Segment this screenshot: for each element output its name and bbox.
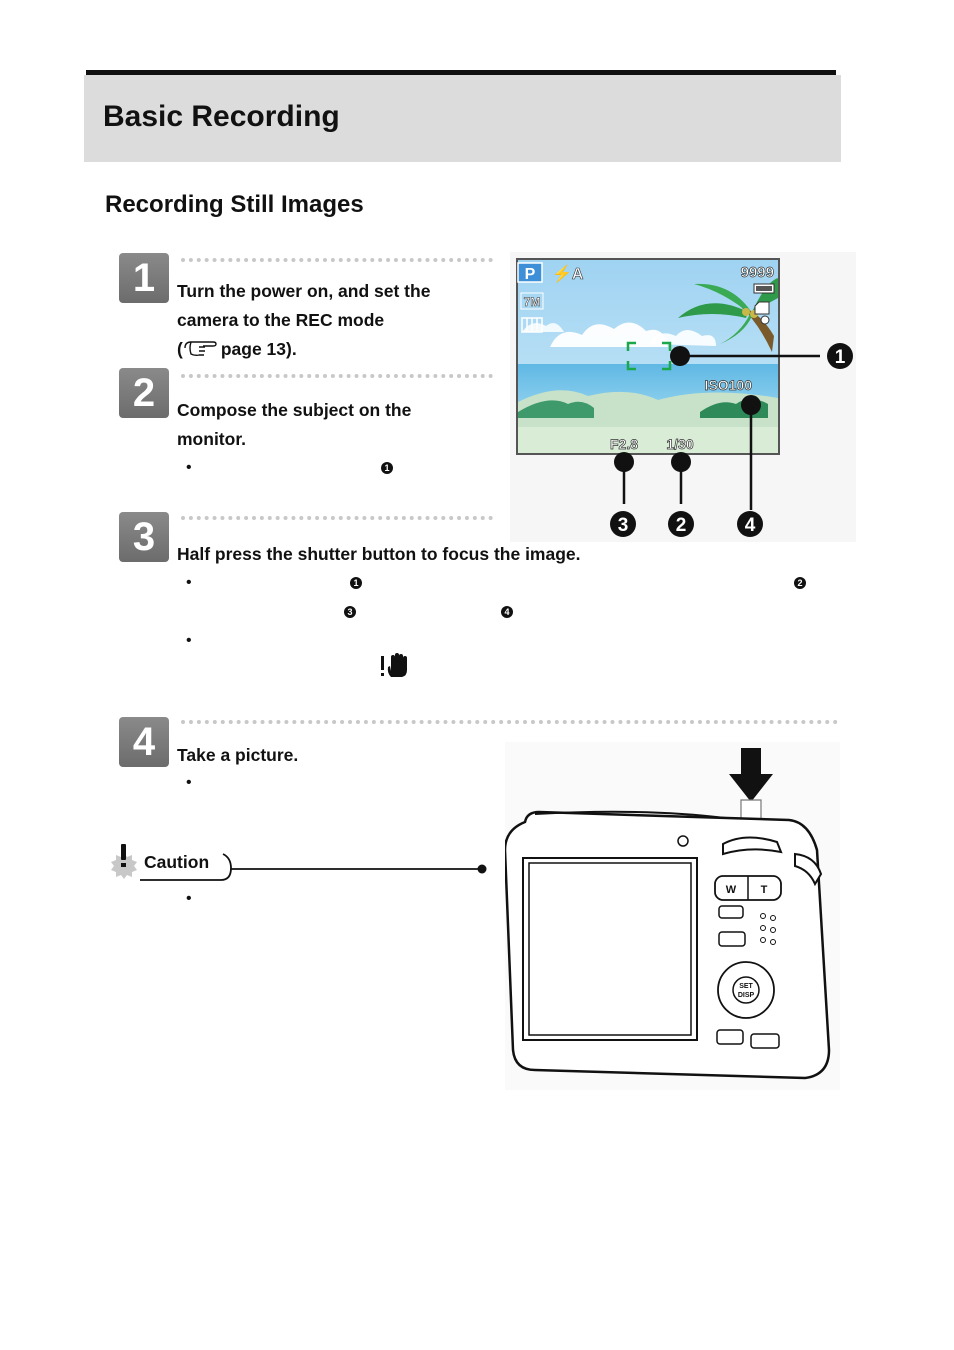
step-4-badge: 4 [119,717,169,767]
lcd-quality-icon [521,317,543,333]
camera-illustration: W T SET DISP [503,742,840,1090]
zoom-wide-label: W [726,884,737,896]
step-1-page-ref: page 13). [220,339,297,359]
step-3-badge: 3 [119,512,169,562]
step-3-bullet-2: • [186,632,192,649]
step-2-text: Compose the subject on the monitor. [177,396,411,454]
callout-3: 3 [618,515,629,536]
lcd-aperture: F2.8 [610,436,638,452]
step-4-bullet: • [186,774,192,791]
step-1-line-1: Turn the power on, and set the [177,281,431,301]
lcd-memory-icon [754,301,770,325]
step-3-ref-callout-2: 2 [794,577,806,589]
step-3-text: Half press the shutter button to focus t… [177,544,581,564]
caution-bullet: • [186,890,192,907]
lcd-focus-frame [626,341,672,371]
step-1-line-2: camera to the REC mode [177,310,385,330]
page-title: Basic Recording [103,100,340,133]
caution-icon [111,844,137,879]
step-1-badge: 1 [119,253,169,303]
step-2-badge: 2 [119,368,169,418]
caution-label: Caution [144,852,210,872]
disp-button-label: DISP [738,992,755,999]
callout-4: 4 [745,515,756,536]
step-4-divider [181,720,838,724]
lcd-shutter-speed: 1/30 [666,436,693,452]
step-4-text: Take a picture. [177,745,299,765]
step-2-ref-callout-1: 1 [381,462,393,474]
pointing-hand-icon [184,341,217,357]
step-2-line-2: monitor. [177,429,247,449]
zoom-tele-label: T [761,884,768,896]
lcd-illustration: P ⚡A 9999 7M ISO100 F2.8 1/30 [510,252,856,542]
lcd-mode: P [525,266,536,283]
step-2-bullet: • [186,459,192,476]
step-3-bullet-1: • [186,574,192,591]
step-2-divider [181,374,493,378]
lcd-iso: ISO100 [705,377,753,393]
step-3-divider [181,516,493,520]
step-1-text: Turn the power on, and set the camera to… [177,277,430,364]
lcd-flash: ⚡A [552,264,584,283]
step-3-ref-callout-1: 1 [350,577,362,589]
camera-body-graphic: W T SET DISP [503,748,831,1080]
step-3-ref-callout-4: 4 [501,606,513,618]
callout-2: 2 [676,515,687,536]
top-rule [86,70,836,75]
callout-1: 1 [835,347,846,368]
header-band [84,75,841,162]
step-3-ref-callout-3: 3 [344,606,356,618]
shake-warning-icon [381,653,407,677]
lcd-shots-remaining: 9999 [741,264,774,281]
step-1-ref: (page 13). [177,339,297,359]
caution-rule [140,853,487,881]
lcd-screen-graphic: P ⚡A 9999 7M ISO100 F2.8 1/30 [516,258,853,537]
set-button-label: SET [739,983,753,990]
lcd-resolution: 7M [524,295,541,309]
step-2-line-1: Compose the subject on the [177,400,412,420]
section-title: Recording Still Images [105,191,364,218]
step-1-divider [181,258,493,262]
